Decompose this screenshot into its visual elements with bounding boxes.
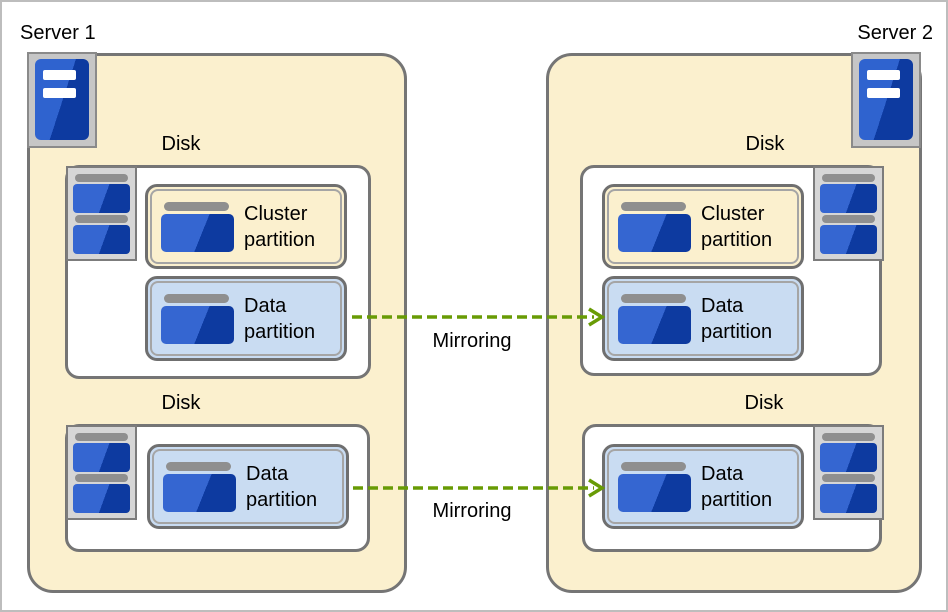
mirroring-label-1: Mirroring: [432, 330, 512, 352]
server1-cluster-partition: Cluster partition: [145, 184, 347, 269]
server-icon: [27, 52, 97, 148]
server1-title: Server 1: [20, 22, 96, 44]
server2-disk2-label: Disk: [744, 392, 784, 414]
disk-icon: [66, 166, 137, 261]
server1-data-partition-1: Data partition: [145, 276, 347, 361]
partition-label: Data partition: [246, 462, 318, 511]
partition-icon: [161, 201, 234, 252]
partition-label: Data partition: [701, 294, 773, 343]
server2-cluster-partition: Cluster partition: [602, 184, 804, 269]
partition-label: Cluster partition: [244, 202, 316, 251]
server2-title: Server 2: [857, 22, 933, 44]
partition-icon: [618, 461, 691, 512]
server1-disk1-label: Disk: [161, 133, 201, 155]
disk-icon: [813, 166, 884, 261]
partition-label: Cluster partition: [701, 202, 773, 251]
mirroring-label-2: Mirroring: [432, 500, 512, 522]
server1-disk2-label: Disk: [161, 392, 201, 414]
disk-icon: [66, 425, 137, 520]
partition-label: Data partition: [701, 462, 773, 511]
partition-icon: [161, 293, 234, 344]
server2-data-partition-1: Data partition: [602, 276, 804, 361]
disk-icon: [813, 425, 884, 520]
partition-icon: [618, 201, 691, 252]
server-icon: [851, 52, 921, 148]
server2-disk1-label: Disk: [745, 133, 785, 155]
partition-icon: [618, 293, 691, 344]
server2-data-partition-2: Data partition: [602, 444, 804, 529]
server1-data-partition-2: Data partition: [147, 444, 349, 529]
partition-icon: [163, 461, 236, 512]
partition-label: Data partition: [244, 294, 316, 343]
